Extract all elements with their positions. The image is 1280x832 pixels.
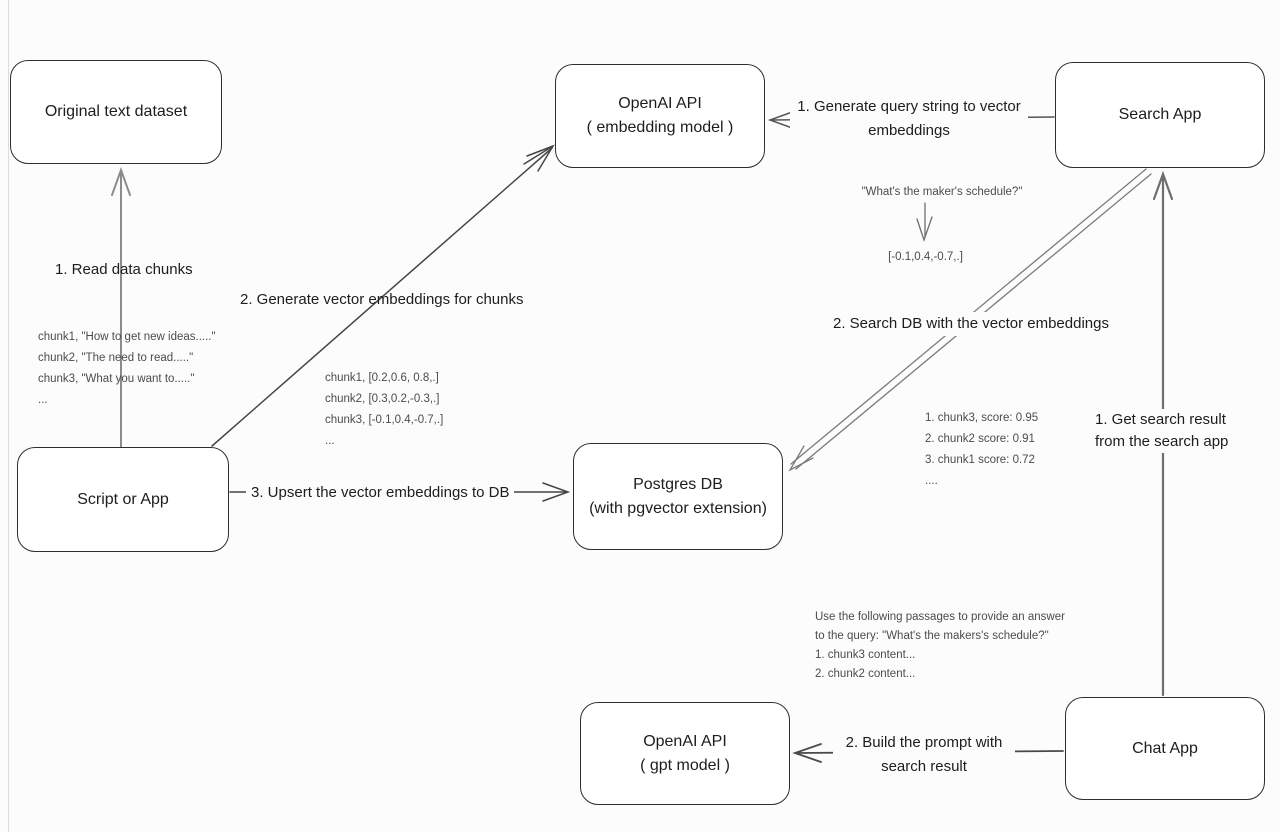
arrow-read-data-chunks <box>111 167 131 448</box>
annotation-prompt-preview: Use the following passages to provide an… <box>815 611 1065 680</box>
node-script-or-app: Script or App <box>17 447 229 552</box>
arrow-generate-embeddings <box>211 144 555 447</box>
node-openai-embedding: OpenAI API ( embedding model ) <box>555 64 765 168</box>
node-subtitle: (with pgvector extension) <box>589 499 767 517</box>
annotation-chunk-vectors: chunk1, [0.2,0.6, 0.8,.] chunk2, [0.3,0.… <box>325 372 444 447</box>
edge-label-generate-embeddings: 2. Generate vector embeddings for chunks <box>240 291 524 308</box>
edge-label-search-db: 2. Search DB with the vector embeddings <box>828 312 1114 336</box>
annotation-search-scores: 1. chunk3, score: 0.95 2. chunk2 score: … <box>925 412 1039 487</box>
annotation-chunk-texts: chunk1, "How to get new ideas....." chun… <box>38 331 216 406</box>
edge-label-read-data-chunks: 1. Read data chunks <box>55 261 193 278</box>
node-subtitle: ( embedding model ) <box>586 119 734 136</box>
node-postgres-db: Postgres DB (with pgvector extension) <box>573 443 783 550</box>
edge-label-query-to-vector: 1. Generate query string to vector embed… <box>790 95 1028 143</box>
node-title: OpenAI API <box>618 95 702 112</box>
node-original-text-dataset: Original text dataset <box>10 60 222 164</box>
node-label: Original text dataset <box>44 103 188 120</box>
node-label: Script or App <box>77 490 169 508</box>
page-left-edge-line <box>8 0 9 832</box>
node-chat-app: Chat App <box>1065 697 1265 800</box>
node-subtitle: ( gpt model ) <box>640 756 730 774</box>
annotation-query-string: "What's the maker's schedule?" <box>861 186 1023 198</box>
node-label: Search App <box>1118 106 1202 123</box>
node-title: OpenAI API <box>643 732 727 750</box>
edge-label-build-prompt: 2. Build the prompt with search result <box>833 731 1015 779</box>
node-label: Chat App <box>1132 739 1198 757</box>
node-openai-gpt: OpenAI API ( gpt model ) <box>580 702 790 805</box>
annotation-query-vector: [-0.1,0.4,-0.7,.] <box>888 251 963 263</box>
edge-label-get-search-result: 1. Get search result from the search app <box>1090 409 1234 453</box>
arrow-query-string-to-vector <box>916 202 933 243</box>
node-title: Postgres DB <box>633 475 723 493</box>
node-search-app: Search App <box>1055 62 1265 168</box>
edge-label-upsert-to-db: 3. Upsert the vector embeddings to DB <box>246 481 515 505</box>
